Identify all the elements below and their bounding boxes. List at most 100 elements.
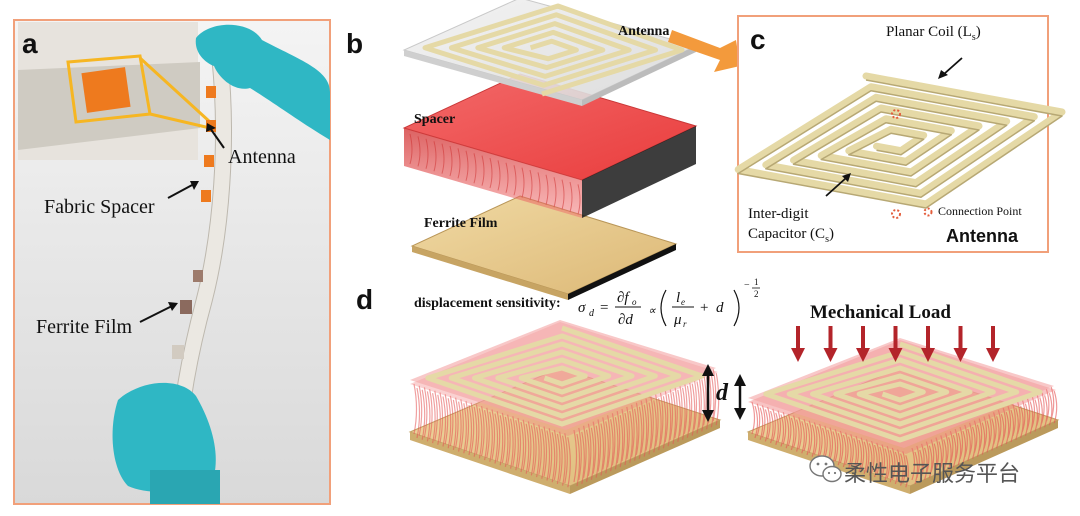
coil-trace-b — [422, 3, 685, 97]
spacer-fiber — [645, 398, 650, 451]
spacer-fiber — [943, 439, 947, 472]
spacer-fiber — [525, 423, 530, 474]
a-spacer-label: Fabric Spacer — [44, 196, 155, 218]
load-arrow-head — [791, 348, 805, 362]
spacer-fiber — [635, 402, 640, 455]
panel-d-letter: d — [356, 284, 374, 315]
spacer-fiber — [871, 440, 875, 474]
spacer-fiber — [988, 414, 992, 447]
spacer-fiber — [696, 381, 701, 434]
panel-c-antenna — [734, 15, 1066, 253]
spacer-fiber — [473, 406, 478, 457]
load-arrow-head — [921, 348, 935, 362]
spacer-fiber — [874, 444, 878, 478]
spacer-fiber — [515, 420, 519, 471]
spacer-fiber — [564, 433, 568, 484]
spacer-fiber — [1039, 397, 1043, 430]
spacer-fiber — [548, 428, 553, 479]
spacer-fiber — [886, 446, 891, 479]
spacer-fiber — [952, 435, 957, 468]
spacer-fiber — [978, 418, 983, 451]
c-connection-label: Connection Point — [938, 204, 1022, 218]
spacer-fiber — [764, 409, 769, 442]
spacer-fiber — [460, 399, 464, 450]
spacer-fiber — [930, 439, 935, 472]
pointer-ferrite — [139, 305, 173, 323]
spacer-fiber — [976, 424, 981, 457]
svg-text:d: d — [589, 308, 595, 319]
spacer-fiber — [1012, 403, 1016, 437]
spacer-fiber — [553, 429, 558, 481]
spacer-fiber — [973, 420, 978, 453]
spacer-fiber — [993, 412, 997, 445]
spacer-fiber — [954, 428, 959, 462]
spacer-fiber — [510, 418, 514, 469]
spacer-fiber — [983, 416, 988, 449]
spacer-fiber — [900, 453, 904, 486]
spacer-fiber — [761, 405, 766, 438]
spacer-fiber — [848, 436, 852, 469]
spacer-fiber — [538, 424, 542, 475]
spacer-fiber — [624, 412, 629, 466]
spacer-fiber — [507, 414, 511, 465]
spacer-fiber — [1045, 389, 1050, 422]
coil-symbol-close: ) — [975, 24, 981, 40]
spacer-fiber — [444, 394, 449, 445]
spacer-fiber — [868, 443, 873, 476]
spacer-fiber — [447, 398, 452, 449]
spacer-fiber — [595, 425, 600, 478]
inset-zoom — [18, 22, 212, 160]
spacer-fiber — [478, 408, 483, 459]
spacer-fiber — [865, 439, 870, 472]
spacer-fiber — [803, 418, 808, 452]
spacer-fiber — [512, 416, 516, 467]
spacer-fiber — [834, 429, 839, 462]
svg-text:l: l — [676, 290, 680, 306]
spacer-fiber — [1044, 395, 1048, 428]
spacer-fiber — [1034, 399, 1039, 432]
spacer-fiber — [1036, 393, 1040, 426]
spacer-fiber — [710, 375, 715, 428]
spacer-fiber — [1020, 405, 1024, 438]
spacer-fiber — [583, 425, 587, 478]
b-ferrite-label: Ferrite Film — [424, 216, 498, 231]
spacer-fiber — [1050, 386, 1055, 420]
spacer-fiber — [940, 435, 944, 468]
spacer-fiber — [759, 407, 764, 440]
spacer-fiber — [573, 429, 578, 483]
spacer-fiber — [698, 375, 702, 428]
spacer-fiber — [858, 439, 863, 473]
spacer-fiber — [631, 404, 635, 457]
spacer-fiber — [669, 387, 674, 441]
spacer-fiber — [832, 431, 837, 464]
spacer-fiber — [782, 412, 787, 445]
spacer-fiber — [819, 423, 823, 457]
spacer-fiber — [1024, 403, 1029, 436]
spacer-fiber — [527, 421, 532, 472]
connection-point-2 — [891, 209, 901, 219]
spacer-fiber — [945, 433, 949, 466]
spacer-fiber — [648, 402, 653, 455]
spacer-fiber — [928, 445, 933, 478]
glove-bottom — [112, 382, 216, 492]
spacer-fiber — [674, 385, 678, 439]
spacer-fiber — [1000, 414, 1005, 447]
spacer-fiber — [662, 396, 667, 449]
coil-trace-d-right — [763, 341, 1043, 443]
spacer-fiber — [677, 389, 681, 443]
spacer-fiber — [600, 423, 605, 476]
spacer-fiber — [619, 414, 624, 468]
c-coil-label: Planar Coil (Ls) — [886, 24, 981, 43]
spacer-fiber — [790, 417, 795, 451]
spacer-fiber — [640, 400, 645, 453]
spacer-fiber — [959, 426, 964, 460]
spacer-fiber — [643, 404, 648, 457]
spacer-fiber — [972, 426, 976, 459]
spacer-fiber — [703, 373, 707, 426]
spacer-fiber — [949, 431, 954, 464]
spacer-fiber — [701, 379, 705, 432]
connection-legend-icon — [923, 207, 933, 217]
spacer-fiber — [481, 405, 485, 457]
sensitivity-formula: σ d = ∂f o ∂d ∝ l e μ r + d − 1 2 — [578, 277, 760, 329]
